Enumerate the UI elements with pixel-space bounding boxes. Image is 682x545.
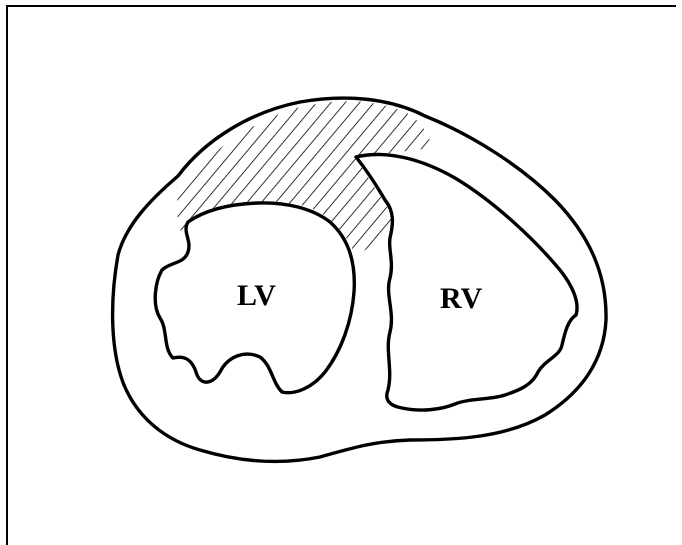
lv-label: LV [237,279,276,312]
rv-label: RV [440,282,483,315]
